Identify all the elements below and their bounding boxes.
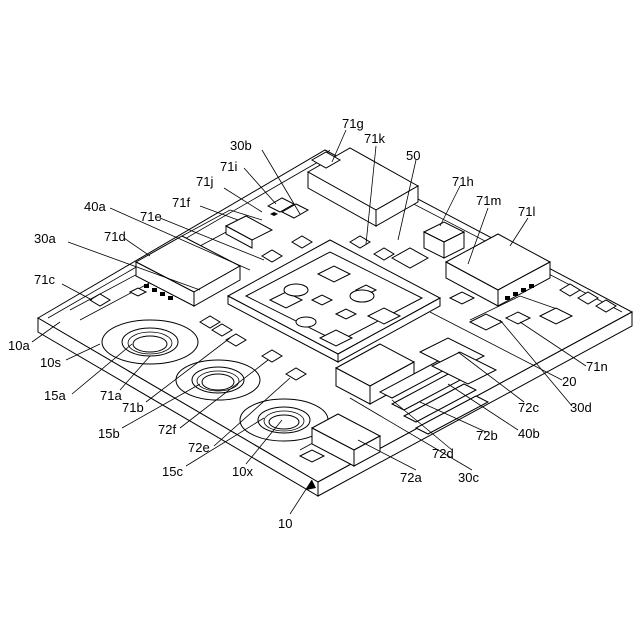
label-72c: 72c [518, 400, 539, 415]
terminal-15b [176, 360, 260, 400]
label-72f: 72f [158, 422, 176, 437]
label-10: 10 [278, 516, 292, 531]
label-20: 20 [562, 374, 576, 389]
label-71j: 71j [196, 174, 213, 189]
label-10x: 10x [232, 464, 253, 479]
label-71g: 71g [342, 116, 364, 131]
label-15b: 15b [98, 426, 120, 441]
label-72d: 72d [432, 446, 454, 461]
label-71k: 71k [364, 131, 385, 146]
label-72b: 72b [476, 428, 498, 443]
label-30d: 30d [570, 400, 592, 415]
label-30a: 30a [34, 231, 56, 246]
label-10a: 10a [8, 338, 30, 353]
label-72a: 72a [400, 470, 422, 485]
label-40b: 40b [518, 426, 540, 441]
label-15c: 15c [162, 464, 183, 479]
label-71b: 71b [122, 400, 144, 415]
label-10s: 10s [40, 355, 61, 370]
label-71i: 71i [220, 159, 237, 174]
label-15a: 15a [44, 388, 66, 403]
label-71l: 71l [518, 204, 535, 219]
label-71e: 71e [140, 209, 162, 224]
label-71a: 71a [100, 388, 122, 403]
label-40a: 40a [84, 199, 106, 214]
label-72e: 72e [188, 440, 210, 455]
label-71c: 71c [34, 272, 55, 287]
label-30b: 30b [230, 138, 252, 153]
label-71m: 71m [476, 193, 501, 208]
label-71d: 71d [104, 229, 126, 244]
label-71f: 71f [172, 195, 190, 210]
label-71n: 71n [586, 359, 608, 374]
label-30c: 30c [458, 470, 479, 485]
label-71h: 71h [452, 174, 474, 189]
label-50: 50 [406, 148, 420, 163]
